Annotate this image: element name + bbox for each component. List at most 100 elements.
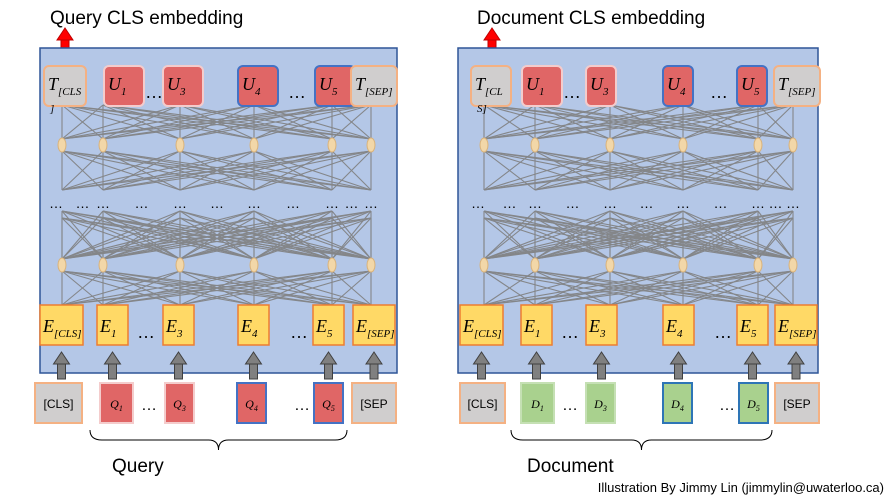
output-token-box <box>736 65 768 107</box>
document-encoder-panel: Document CLS embedding……………………………T[CLS]U… <box>457 8 821 477</box>
attention-line <box>534 270 794 306</box>
layer-ellipsis: … <box>769 195 783 211</box>
attention-line <box>331 104 372 140</box>
input-token-label: [CLS] <box>43 397 73 411</box>
attention-line <box>61 217 104 260</box>
input-arrow-head <box>52 351 71 365</box>
embedding-box <box>774 304 818 346</box>
attention-line <box>757 270 794 306</box>
token-ellipsis: … <box>710 82 728 102</box>
transformer-node <box>98 137 108 153</box>
attention-line <box>609 270 794 306</box>
attention-line <box>483 104 684 140</box>
attention-line <box>483 104 759 140</box>
attention-line <box>682 150 794 191</box>
attention-line <box>61 270 372 306</box>
output-arrow-head <box>56 27 74 41</box>
attention-line <box>179 217 333 260</box>
attention-line <box>102 270 255 306</box>
input-arrow-head <box>103 351 122 365</box>
attention-line <box>483 217 759 260</box>
token-ellipsis: … <box>562 397 578 414</box>
output-token-label: U5 <box>319 74 338 98</box>
panel-title: Document CLS embedding <box>477 8 705 29</box>
output-token-box <box>585 65 617 107</box>
embedding-box <box>662 304 695 346</box>
input-arrow-head <box>592 351 611 365</box>
input-token-box <box>585 382 616 424</box>
attention-line <box>483 217 536 260</box>
layer-ellipsis: … <box>751 195 765 211</box>
transformer-node <box>327 257 337 273</box>
token-ellipsis: … <box>563 82 581 102</box>
output-token-box <box>162 65 204 107</box>
attention-line <box>61 210 255 260</box>
embedding-label: E[SEP] <box>355 316 395 340</box>
output-token-label: ] <box>49 103 54 115</box>
embedding-label: E4 <box>665 316 683 340</box>
input-token-label: D5 <box>746 397 760 413</box>
input-arrow-shaft <box>597 361 606 380</box>
attention-line <box>609 217 759 260</box>
input-arrow-shaft <box>674 361 683 380</box>
input-token-label: D4 <box>670 397 684 413</box>
attention-line <box>534 217 611 260</box>
attention-line <box>483 104 794 140</box>
transformer-node <box>249 257 259 273</box>
group-label: Query <box>112 456 164 477</box>
attention-line <box>179 210 372 260</box>
attention-line <box>61 210 104 260</box>
attention-line <box>179 104 333 140</box>
attention-line <box>331 217 372 260</box>
layer-ellipsis: … <box>286 195 300 211</box>
attention-line <box>534 270 684 306</box>
token-ellipsis: … <box>719 397 735 414</box>
embedding-box <box>237 304 270 346</box>
output-token-label: S] <box>477 103 487 115</box>
attention-line <box>102 104 255 140</box>
transformer-node <box>530 137 540 153</box>
attention-line <box>682 210 759 260</box>
attention-line <box>483 150 794 191</box>
input-token-box <box>99 382 134 424</box>
layer-ellipsis: … <box>503 195 517 211</box>
output-token-box <box>662 65 694 107</box>
input-arrow-shaft <box>324 361 333 380</box>
input-token-label: D3 <box>593 397 607 413</box>
transformer-node <box>366 137 376 153</box>
layer-ellipsis: … <box>603 195 617 211</box>
embedding-label: E1 <box>523 316 541 340</box>
embedding-box <box>162 304 195 346</box>
attention-line <box>102 270 372 306</box>
attention-line <box>102 217 255 260</box>
input-token-label: Q1 <box>110 397 123 413</box>
attention-line <box>483 150 759 191</box>
embedding-box <box>96 304 129 346</box>
attention-line <box>61 270 181 306</box>
attention-line <box>534 104 794 140</box>
embedding-label: E[CLS] <box>42 316 82 340</box>
attention-line <box>331 150 372 191</box>
attention-line <box>61 104 104 140</box>
attention-line <box>102 104 372 140</box>
attention-line <box>609 150 759 191</box>
attention-line <box>483 104 611 140</box>
output-token-label: U4 <box>667 74 686 98</box>
attention-line <box>682 270 794 306</box>
transformer-node <box>753 137 763 153</box>
output-token-box <box>43 65 87 107</box>
attention-line <box>534 150 759 191</box>
transformer-node <box>175 137 185 153</box>
layer-ellipsis: … <box>135 195 149 211</box>
output-token-box <box>350 65 398 107</box>
attention-line <box>483 270 794 306</box>
transformer-node <box>366 257 376 273</box>
embedding-label: E[CLS] <box>462 316 502 340</box>
input-arrow-shaft <box>748 361 757 380</box>
layer-ellipsis: … <box>345 195 359 211</box>
output-token-label: U5 <box>741 74 760 98</box>
attention-line <box>534 150 684 191</box>
input-token-box <box>236 382 267 424</box>
attention-line <box>61 217 333 260</box>
attention-line <box>757 104 794 140</box>
